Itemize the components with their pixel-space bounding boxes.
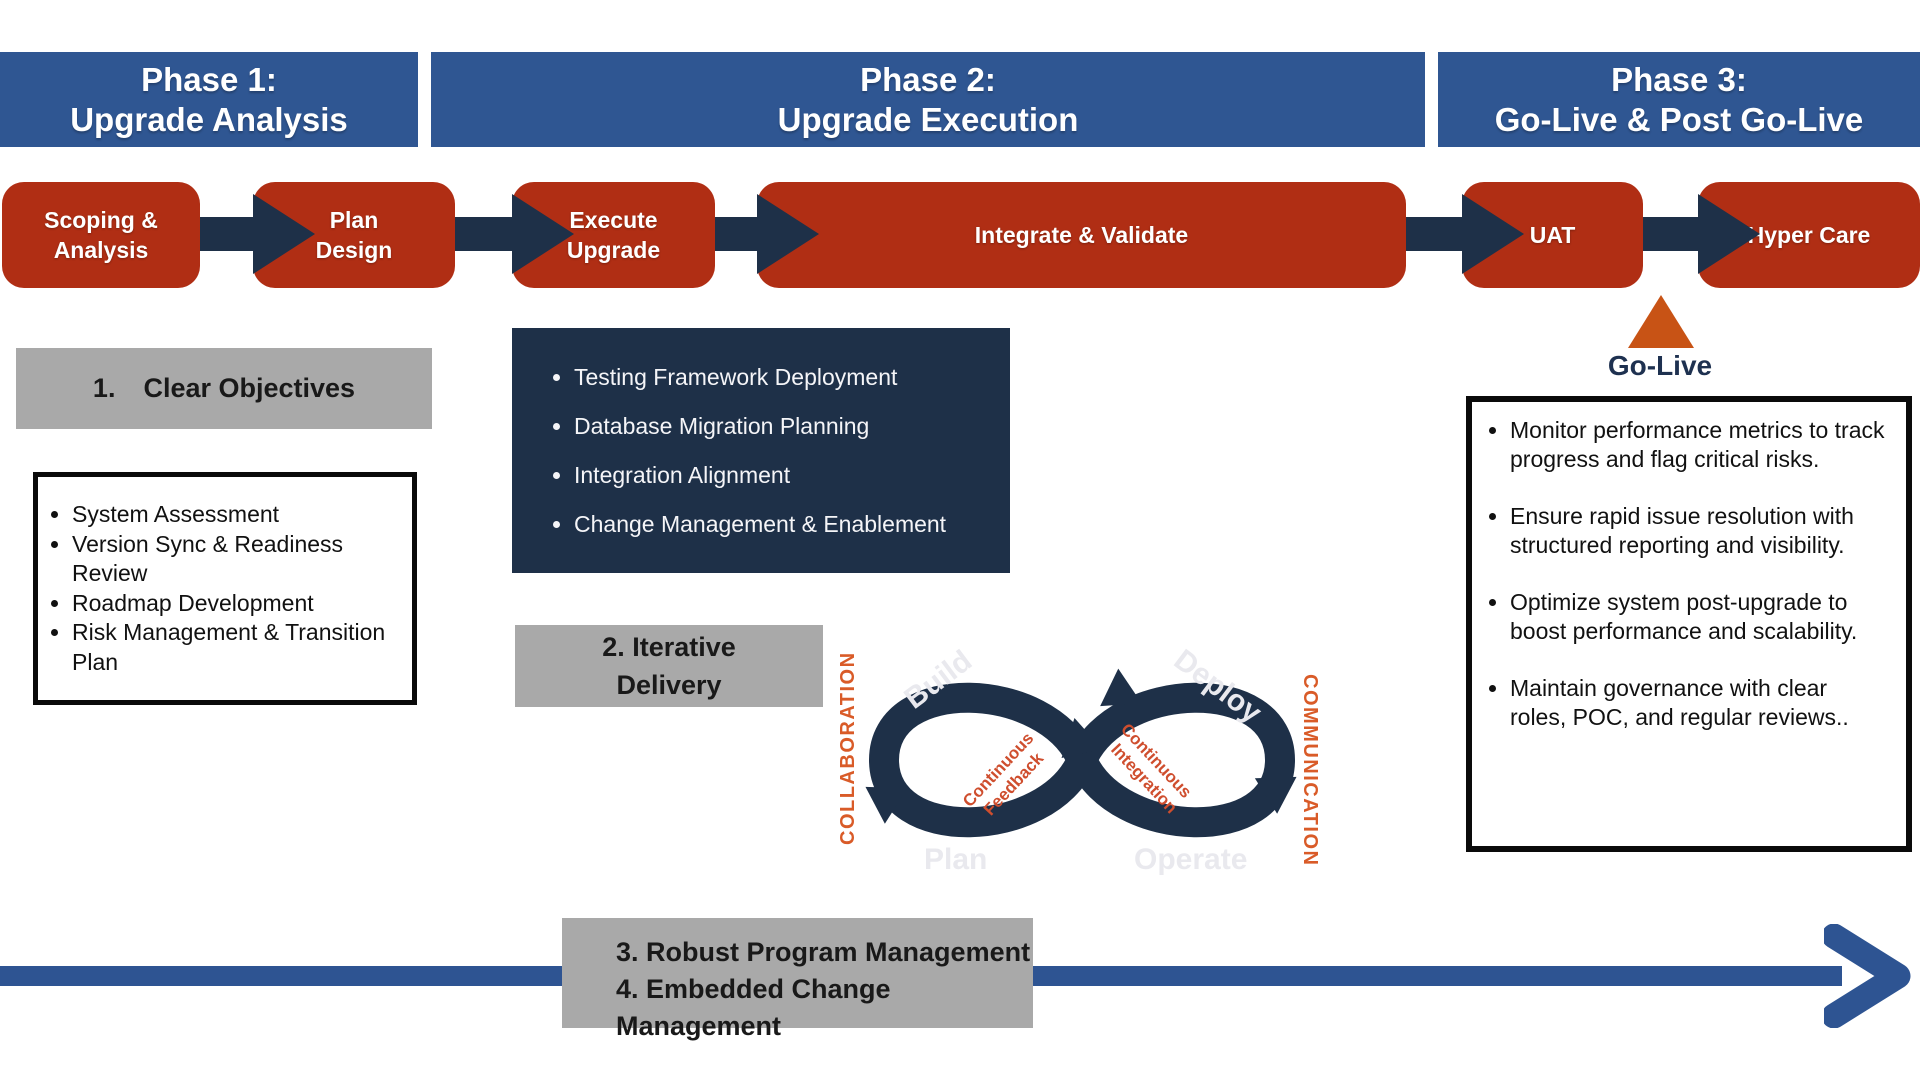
list-item: Ensure rapid issue resolution with struc… (1510, 502, 1886, 560)
list-item: Monitor performance metrics to track pro… (1510, 416, 1886, 474)
connector-arrow-head (253, 194, 315, 274)
list-item: Change Management & Enablement (574, 509, 946, 539)
connector-arrow-shaft (1643, 217, 1698, 251)
loop-label-collaboration: COLLABORATION (837, 651, 859, 845)
phase2-detail-list: Testing Framework DeploymentDatabase Mig… (512, 362, 956, 539)
list-item: Maintain governance with clear roles, PO… (1510, 674, 1886, 732)
loop-arrowhead-icon (1061, 718, 1103, 758)
loop-arrowhead-icon (1100, 668, 1142, 707)
devops-loop-graphic: Build Deploy Plan Operate Continuous Fee… (865, 643, 1297, 876)
step-scoping-analysis: Scoping & Analysis (2, 182, 200, 288)
infinity-ribbon (868, 682, 1296, 838)
phase1-detail-list: System AssessmentVersion Sync & Readines… (38, 500, 412, 677)
phase2-header-bar: Phase 2: Upgrade Execution (431, 52, 1425, 147)
loop-label-operate: Operate (1134, 843, 1247, 876)
callout-number: 1. (92, 373, 116, 403)
list-item: System Assessment (72, 500, 398, 530)
connector-arrow-head (1698, 194, 1760, 274)
connector-arrow-shaft (455, 217, 512, 251)
list-item: Risk Management & Transition Plan (72, 618, 398, 677)
phase3-detail-list: Monitor performance metrics to track pro… (1472, 402, 1906, 732)
connector-arrow-head (1462, 194, 1524, 274)
go-live-label: Go-Live (1607, 350, 1713, 381)
connector-arrow-shaft (200, 217, 253, 251)
connector-arrow-head (757, 194, 819, 274)
list-item: Roadmap Development (72, 589, 398, 619)
connector-arrow-shaft (1406, 217, 1462, 251)
phase3-detail-box: Monitor performance metrics to track pro… (1466, 396, 1912, 852)
loop-label-communication: COMMUNICATION (1299, 674, 1321, 867)
connector-arrow-shaft (715, 217, 757, 251)
timeline-arrowhead-icon (1824, 924, 1911, 1028)
list-item: Version Sync & Readiness Review (72, 530, 398, 589)
go-live-triangle-icon (1628, 295, 1694, 348)
list-item: Database Migration Planning (574, 411, 946, 441)
callout-iterative-delivery: 2. Iterative Delivery (515, 625, 823, 707)
connector-arrow-head (512, 194, 574, 274)
list-item: Optimize system post-upgrade to boost pe… (1510, 588, 1886, 646)
callout-title: Clear Objectives (143, 373, 356, 403)
step-integrate-validate: Integrate & Validate (757, 182, 1406, 288)
phase1-header-bar: Phase 1: Upgrade Analysis (0, 52, 418, 147)
phase2-detail-panel: Testing Framework DeploymentDatabase Mig… (512, 328, 1010, 573)
list-item: Testing Framework Deployment (574, 362, 946, 392)
phase1-detail-box: System AssessmentVersion Sync & Readines… (33, 472, 417, 705)
callout-clear-objectives: 1. Clear Objectives (16, 348, 432, 429)
phase3-header-bar: Phase 3: Go-Live & Post Go-Live (1438, 52, 1920, 147)
callout-program-change-management: 3. Robust Program Management 4. Embedded… (562, 918, 1033, 1041)
loop-label-plan: Plan (924, 843, 987, 876)
loop-arrowhead-icon (1254, 776, 1297, 814)
list-item: Integration Alignment (574, 460, 946, 490)
loop-arrowhead-icon (865, 786, 908, 824)
